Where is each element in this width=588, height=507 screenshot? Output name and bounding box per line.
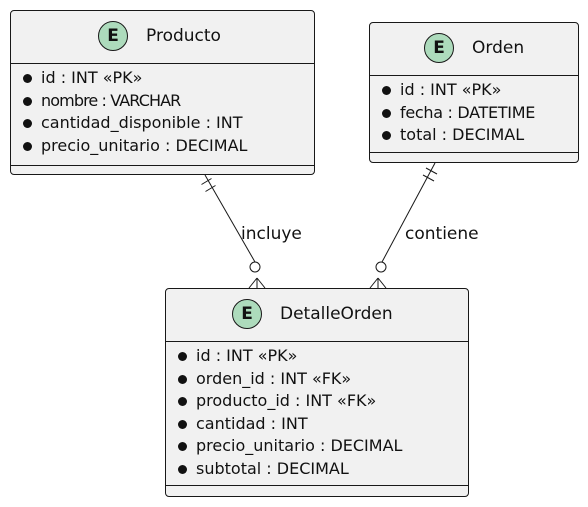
entity-title: Orden [472,38,525,58]
bullet-icon [23,96,32,106]
bullet-icon [382,131,391,140]
bullet-icon [178,374,187,384]
entity-header: E Producto [11,11,314,63]
attribute-row: id : INT «PK» [380,79,535,102]
attribute-text: id : INT «PK» [41,68,143,87]
attribute-row: cantidad : INT [176,413,402,436]
attribute-text: producto_id : INT «FK» [196,391,377,410]
attribute-list: id : INT «PK» orden_id : INT «FK» produc… [176,345,402,480]
attribute-row: precio_unitario : DECIMAL [176,435,402,458]
attribute-row: total : DECIMAL [380,124,535,147]
attribute-text: id : INT «PK» [196,346,298,365]
bullet-icon [178,419,187,429]
entity-divider [166,341,468,342]
attribute-text: nombre : VARCHAR [41,90,181,110]
bullet-icon [23,119,32,128]
entity-header: E Orden [370,23,578,75]
bullet-icon [178,397,187,406]
attribute-row: fecha : DATETIME [380,102,535,125]
bullet-icon [23,74,32,83]
relationship-incluye-line [201,174,266,289]
entity-divider [370,152,578,153]
attribute-text: precio_unitario : DECIMAL [41,135,248,155]
relationship-contiene-line [369,162,438,289]
bullet-icon [178,442,187,451]
entity-orden[interactable]: E Orden id : INT «PK» fecha : DATETIME t… [369,22,579,163]
entity-header: E DetalleOrden [166,289,468,341]
entity-divider [11,165,314,166]
attribute-row: nombre : VARCHAR [21,90,247,113]
bullet-icon [382,108,391,118]
bullet-icon [178,352,187,361]
relationship-label-incluye: incluye [241,224,302,244]
entity-divider [11,63,314,64]
entity-badge-icon: E [232,299,262,329]
attribute-row: id : INT «PK» [21,67,247,90]
entity-producto[interactable]: E Producto id : INT «PK» nombre : VARCHA… [10,10,315,175]
entity-badge-icon: E [98,21,128,51]
attribute-list: id : INT «PK» nombre : VARCHAR cantidad_… [21,67,247,157]
attribute-row: id : INT «PK» [176,345,402,368]
attribute-text: cantidad_disponible : INT [41,113,243,132]
attribute-text: orden_id : INT «FK» [196,368,352,388]
bullet-icon [382,86,391,95]
attribute-text: subtotal : DECIMAL [196,458,349,478]
attribute-text: precio_unitario : DECIMAL [196,436,403,455]
bullet-icon [23,141,32,151]
attribute-text: fecha : DATETIME [400,102,536,122]
attribute-row: orden_id : INT «FK» [176,368,402,391]
attribute-list: id : INT «PK» fecha : DATETIME total : D… [380,79,535,147]
attribute-row: precio_unitario : DECIMAL [21,135,247,158]
attribute-text: cantidad : INT [196,413,308,433]
entity-title: DetalleOrden [280,304,393,324]
entity-divider [370,75,578,76]
attribute-row: producto_id : INT «FK» [176,390,402,413]
attribute-row: subtotal : DECIMAL [176,458,402,481]
relationship-label-contiene: contiene [405,224,479,244]
entity-divider [166,485,468,486]
attribute-text: total : DECIMAL [400,125,525,144]
attribute-text: id : INT «PK» [400,80,502,99]
entity-title: Producto [146,26,221,46]
attribute-row: cantidad_disponible : INT [21,112,247,135]
entity-badge-icon: E [424,33,454,63]
bullet-icon [178,464,187,474]
entity-detalle-orden[interactable]: E DetalleOrden id : INT «PK» orden_id : … [165,288,469,497]
